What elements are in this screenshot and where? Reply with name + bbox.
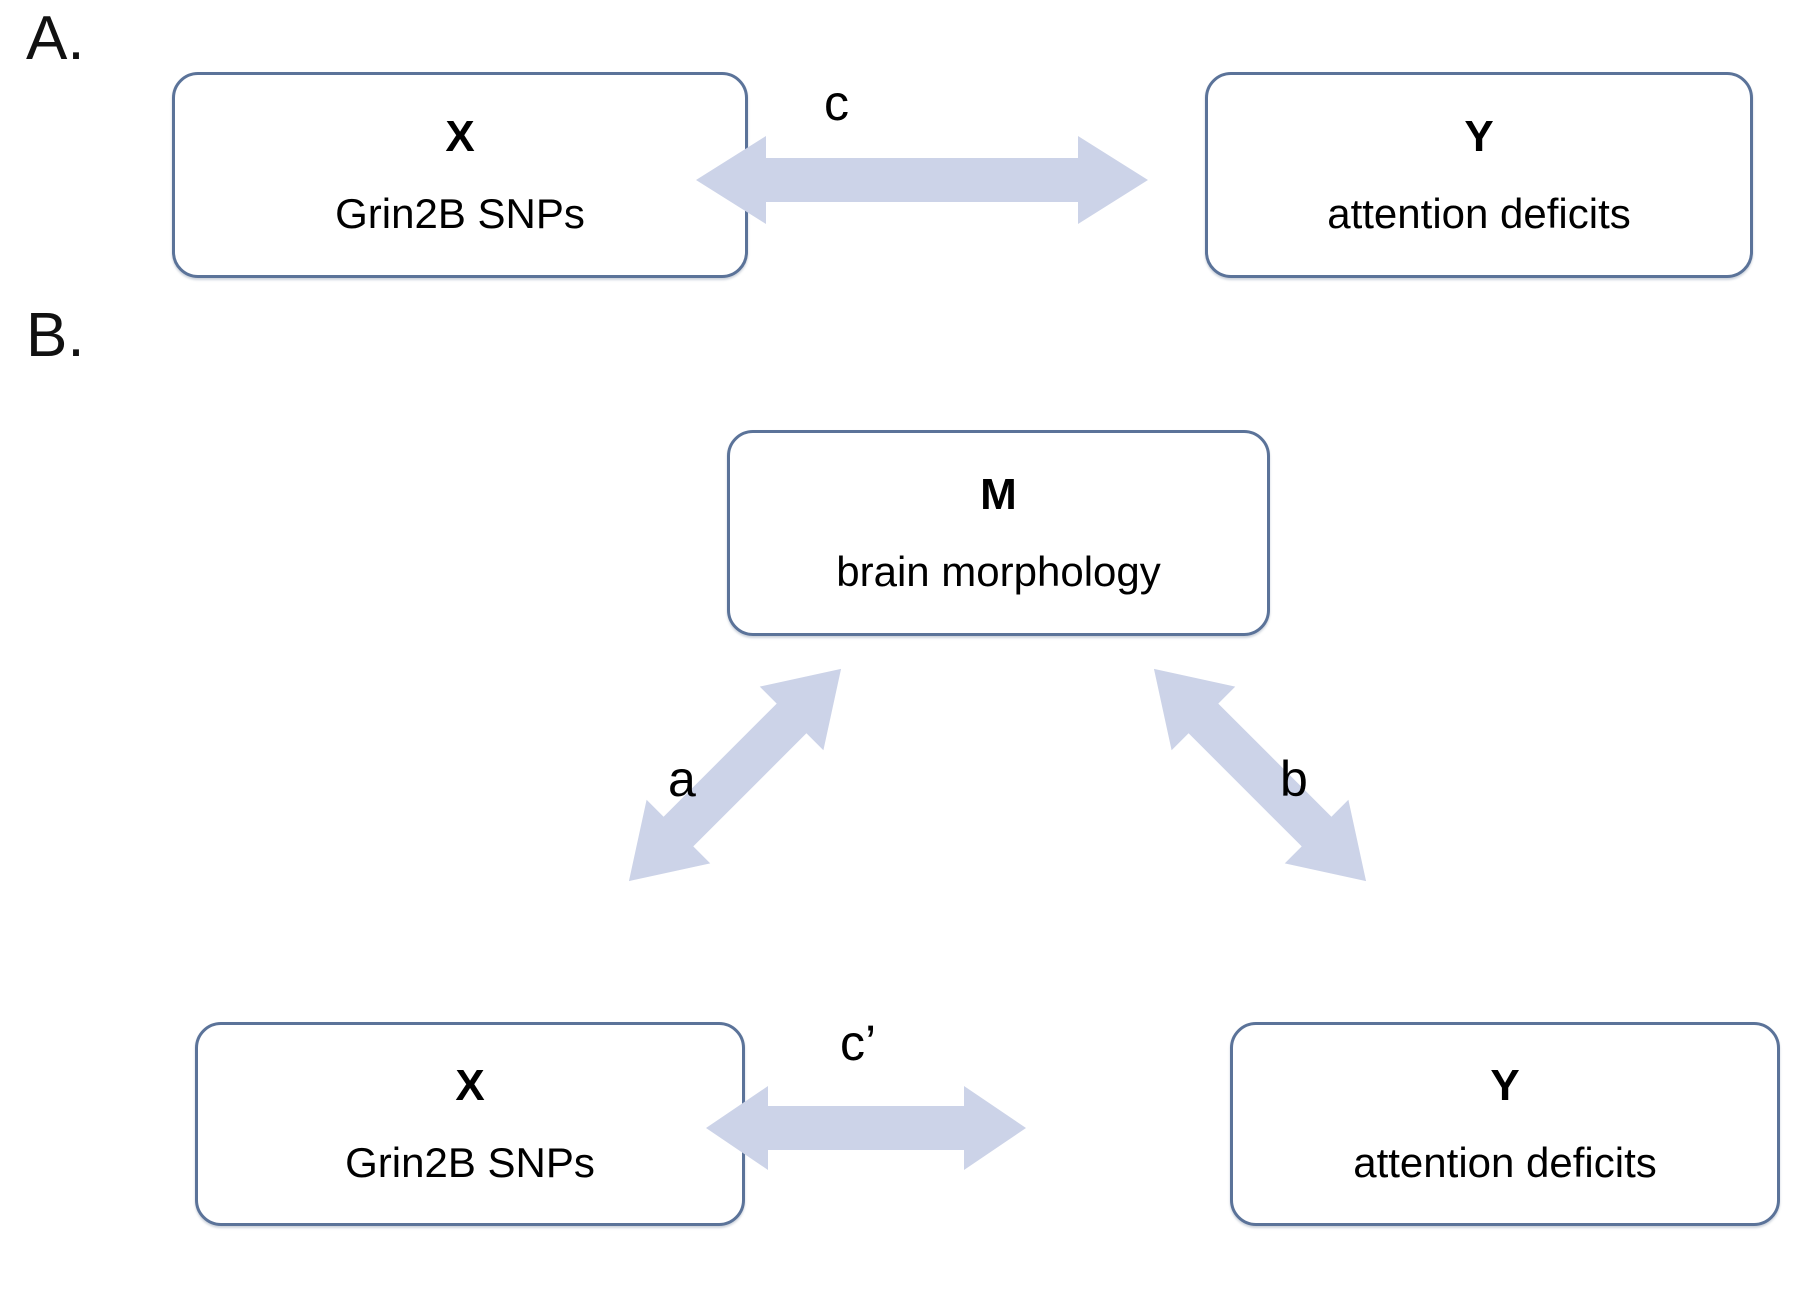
panel-b-path-a-arrow-icon [628, 668, 842, 882]
panel-a-node-y[interactable]: Y attention deficits [1205, 72, 1753, 278]
panel-b-node-m-caption: brain morphology [836, 548, 1161, 595]
panel-b-node-y-caption: attention deficits [1353, 1139, 1657, 1186]
panel-b-node-y[interactable]: Y attention deficits [1230, 1022, 1780, 1226]
panel-b-letter: B. [26, 301, 85, 370]
panel-b-node-x-caption: Grin2B SNPs [345, 1139, 595, 1186]
panel-b-node-x-symbol: X [455, 1061, 485, 1110]
panel-b-path-a-label: a [668, 751, 696, 807]
panel-a-node-x-symbol: X [445, 112, 475, 161]
panel-a-letter: A. [26, 4, 85, 73]
panel-b-path-c-prime-label: c’ [840, 1015, 877, 1071]
panel-b-node-x[interactable]: X Grin2B SNPs [195, 1022, 745, 1226]
panel-b-node-m-symbol: M [980, 470, 1017, 519]
panel-a-node-y-symbol: Y [1464, 112, 1494, 161]
panel-b-path-b-arrow-icon [1153, 668, 1367, 882]
panel-a-path-c-arrow-icon [696, 136, 1148, 224]
panel-b-node-y-symbol: Y [1490, 1061, 1520, 1110]
panel-a-node-x-caption: Grin2B SNPs [335, 190, 585, 237]
panel-b-path-c-prime-arrow-icon [706, 1086, 1026, 1170]
panel-b-path-b-label: b [1280, 751, 1308, 807]
panel-a-node-x[interactable]: X Grin2B SNPs [172, 72, 748, 278]
panel-a-path-c-label: c [824, 75, 849, 131]
panel-a-node-y-caption: attention deficits [1327, 190, 1631, 237]
panel-b-node-m[interactable]: M brain morphology [727, 430, 1270, 636]
